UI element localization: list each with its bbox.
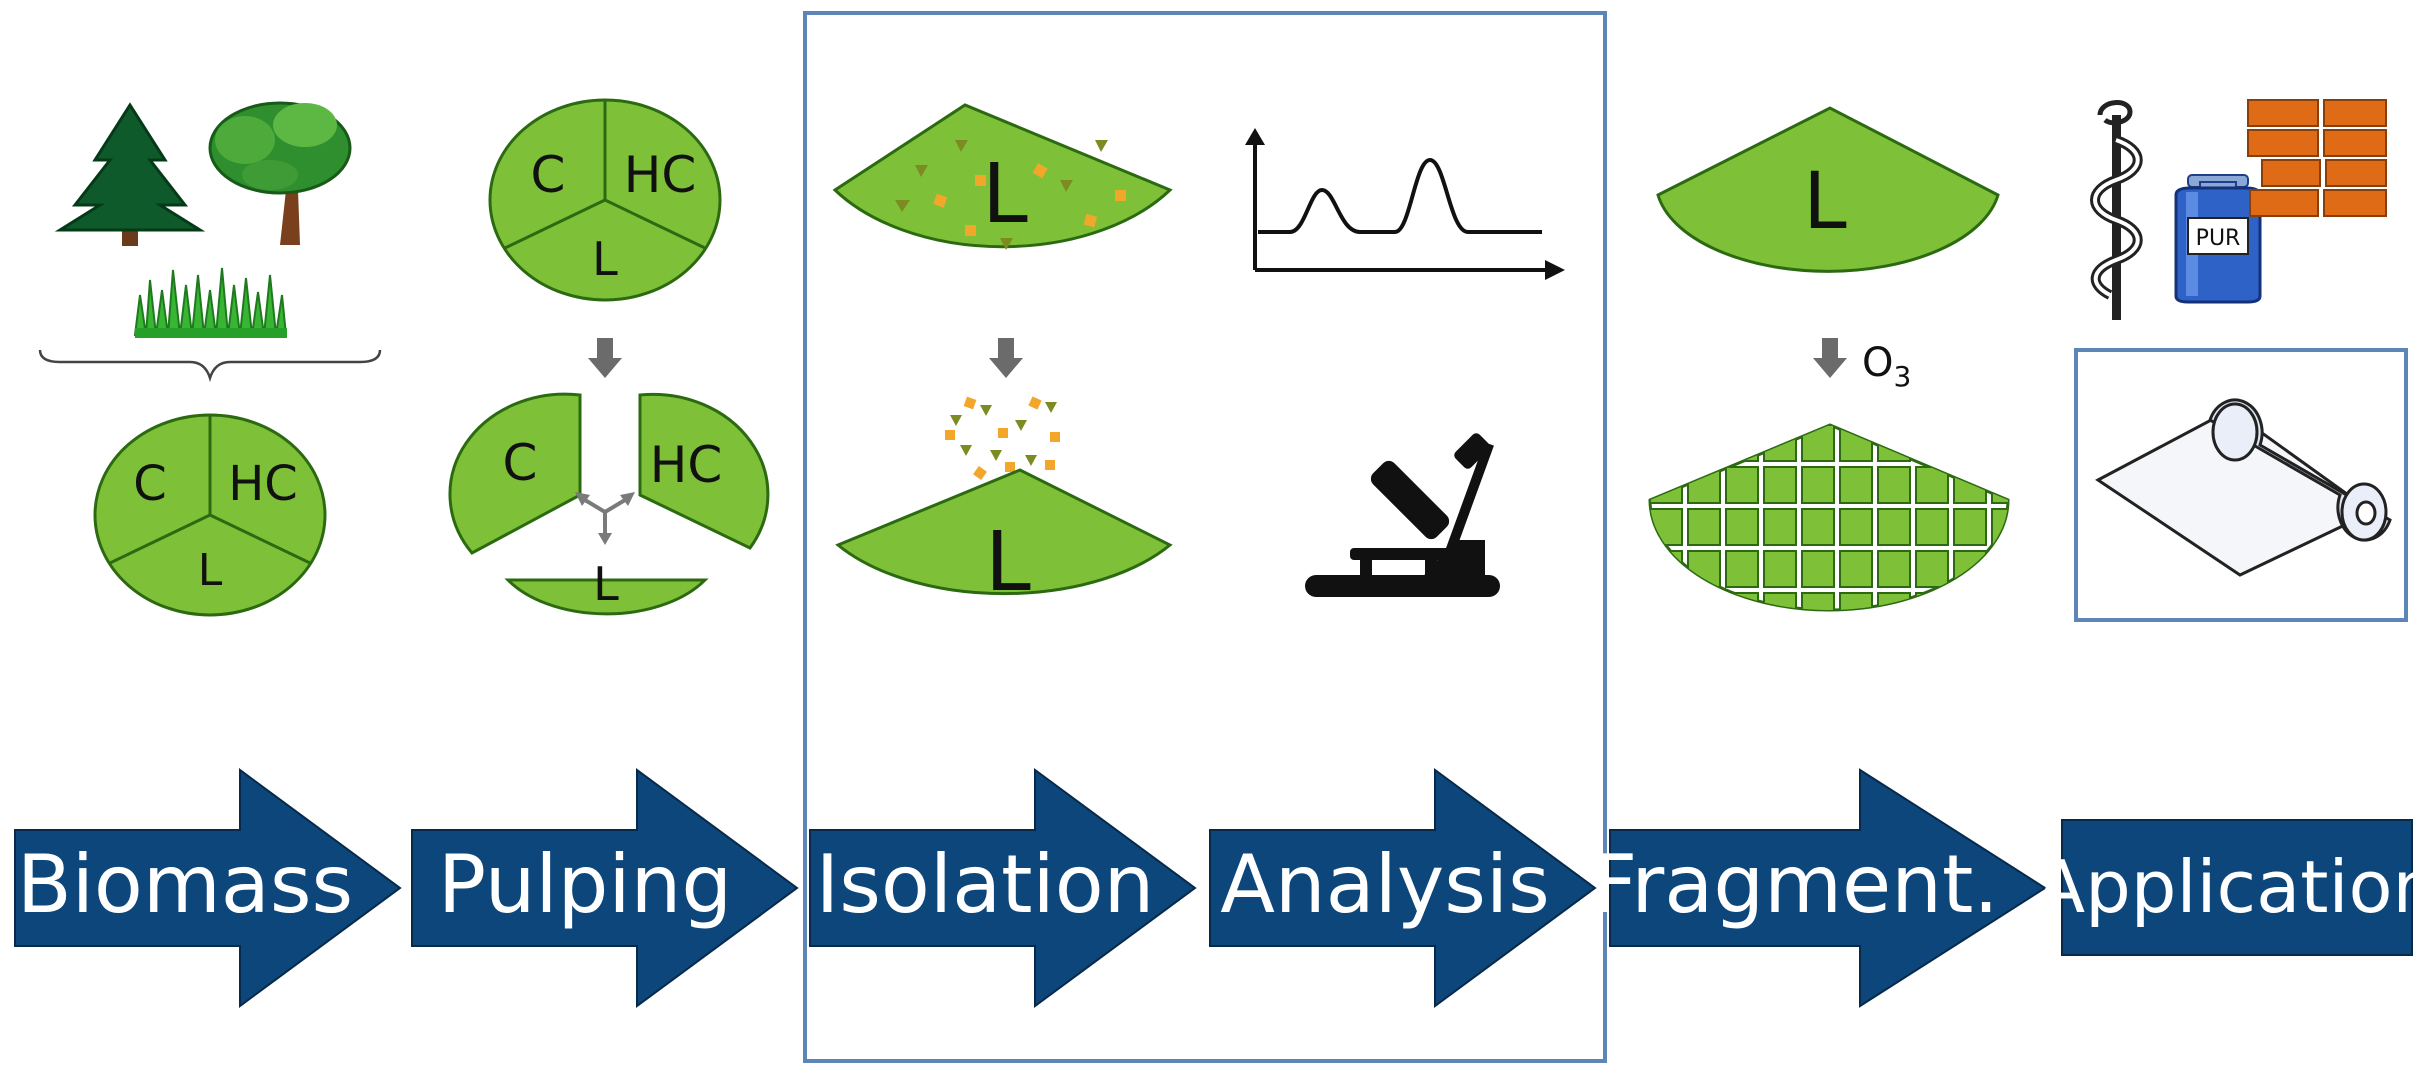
biomass-composition-circle: C HC L bbox=[93, 413, 327, 617]
process-step-fragmentation: Fragment. bbox=[1591, 768, 2047, 1008]
ozone-reagent-label: O3 bbox=[1862, 340, 1911, 393]
lignin-segment: L bbox=[1656, 106, 2000, 273]
lignin-label: L bbox=[593, 557, 619, 611]
down-arrow-icon bbox=[588, 338, 622, 378]
caduceus-icon bbox=[2090, 100, 2143, 320]
lignin-label: L bbox=[198, 545, 223, 596]
ozone-base: O bbox=[1862, 340, 1893, 386]
removed-impurities-particles bbox=[945, 396, 1060, 480]
hemicellulose-label: HC bbox=[650, 436, 723, 494]
down-arrow-icon bbox=[1813, 338, 1847, 378]
split-arrows-icon bbox=[578, 495, 632, 537]
step-label: Pulping bbox=[438, 838, 732, 931]
isolation-analysis-frame bbox=[803, 11, 1607, 1063]
lignin-label: L bbox=[982, 147, 1028, 242]
spray-can-label: PUR bbox=[2196, 226, 2241, 251]
application-film-frame bbox=[2074, 348, 2408, 622]
purified-lignin-segment: L bbox=[835, 468, 1173, 610]
cellulose-label: C bbox=[531, 146, 566, 204]
cellulose-label: C bbox=[133, 456, 167, 512]
lignin-label: L bbox=[1803, 157, 1847, 247]
hemicellulose-label: HC bbox=[228, 456, 298, 512]
film-roll-icon bbox=[2095, 398, 2392, 577]
fragmented-lignin-segment bbox=[1648, 423, 2010, 612]
step-label: Analysis bbox=[1220, 838, 1550, 931]
process-step-isolation: Isolation bbox=[809, 768, 1197, 1008]
down-arrow-icon bbox=[989, 338, 1023, 378]
cellulose-label: C bbox=[503, 434, 538, 492]
lignin-label: L bbox=[592, 232, 618, 286]
chromatogram-icon bbox=[1245, 128, 1565, 280]
process-step-application: Application bbox=[2036, 819, 2430, 956]
process-step-pulping: Pulping bbox=[411, 768, 799, 1008]
ozone-subscript: 3 bbox=[1893, 360, 1911, 393]
step-label: Biomass bbox=[17, 838, 353, 931]
separated-components: C HC L bbox=[448, 392, 770, 616]
grass-icon bbox=[133, 267, 288, 338]
spray-can-icon: PUR bbox=[2174, 174, 2262, 304]
pulping-composition-circle: C HC L bbox=[488, 98, 722, 302]
lignin-with-impurities-segment: L bbox=[832, 103, 1173, 250]
step-label: Isolation bbox=[816, 838, 1155, 931]
brick-wall-icon bbox=[2247, 99, 2387, 217]
conifer-tree-icon bbox=[54, 102, 206, 246]
process-step-biomass: Biomass bbox=[14, 768, 402, 1008]
svg-text:O3: O3 bbox=[1862, 340, 1911, 393]
microscope-icon bbox=[1305, 433, 1500, 597]
lignin-label: L bbox=[985, 515, 1031, 610]
step-label: Application bbox=[2036, 845, 2430, 929]
deciduous-tree-icon bbox=[208, 101, 352, 245]
step-label: Fragment. bbox=[1591, 838, 1999, 931]
hemicellulose-label: HC bbox=[624, 146, 697, 204]
biomass-brace bbox=[38, 349, 382, 383]
process-step-analysis: Analysis bbox=[1209, 768, 1597, 1008]
